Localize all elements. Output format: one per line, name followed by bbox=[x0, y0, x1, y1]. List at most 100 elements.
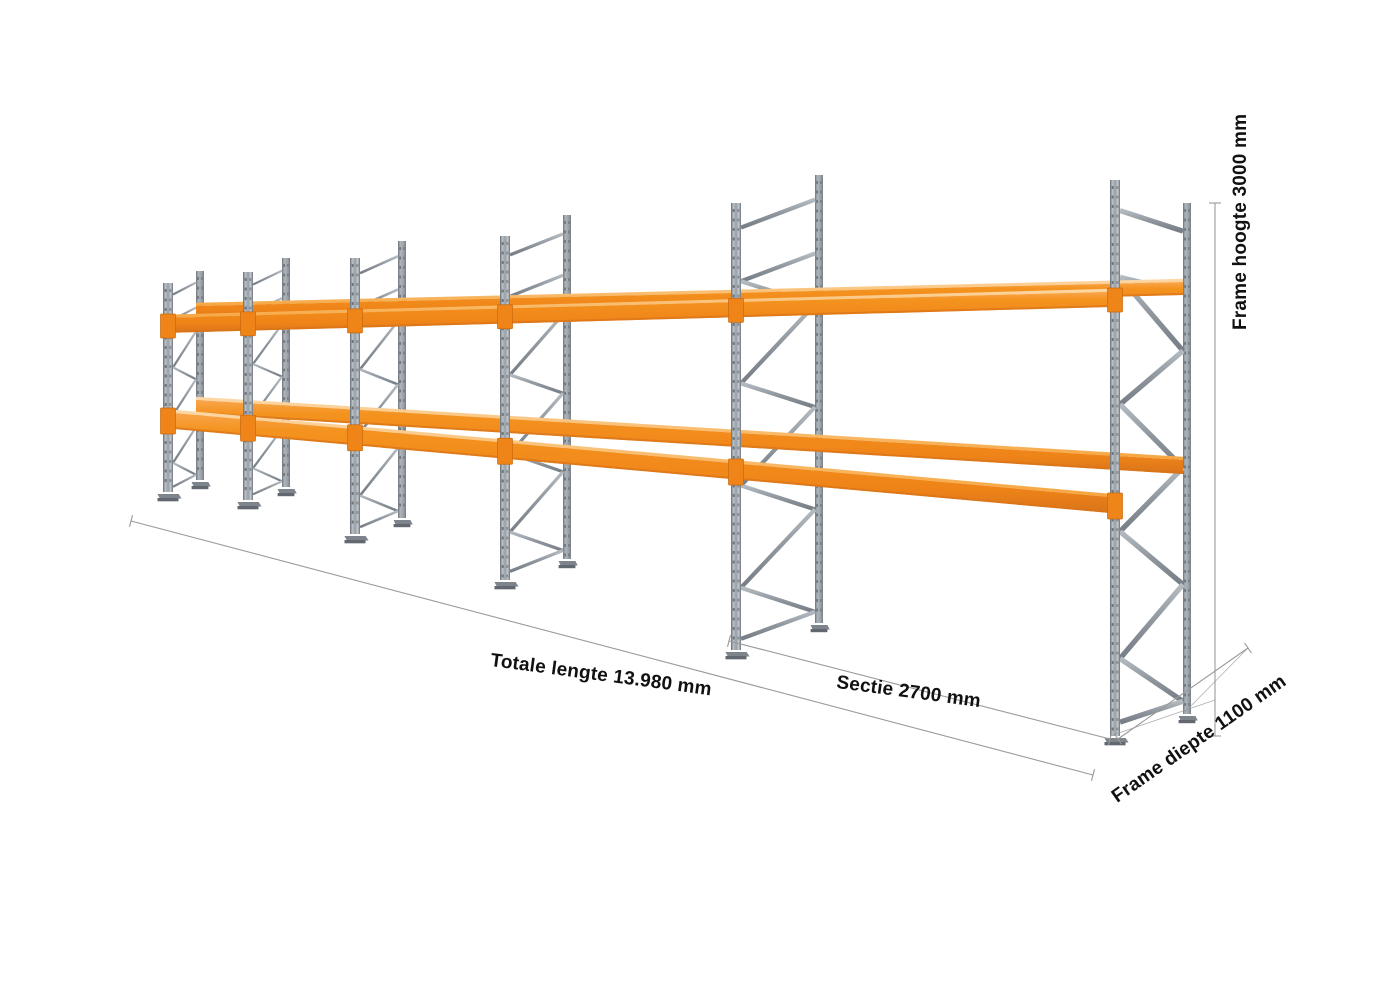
base-plate-rear bbox=[1178, 716, 1198, 724]
perforation-hole bbox=[1184, 532, 1186, 535]
horizontal-brace bbox=[509, 273, 564, 298]
perforation-hole bbox=[816, 599, 818, 602]
perforation-hole bbox=[1111, 623, 1114, 626]
perforation-hole bbox=[501, 403, 504, 407]
perforation-hole bbox=[244, 468, 247, 471]
perforation-hole bbox=[501, 565, 504, 568]
perforation-hole bbox=[1184, 484, 1186, 488]
perforation-hole bbox=[564, 230, 566, 234]
perforation-hole bbox=[1188, 285, 1190, 288]
dimension-line bbox=[1117, 647, 1249, 740]
perforation-hole bbox=[732, 636, 735, 640]
perforation-hole bbox=[403, 399, 405, 402]
perforation-hole bbox=[564, 401, 566, 405]
perforation-hole bbox=[820, 551, 822, 555]
perforation-hole bbox=[737, 579, 740, 583]
perforation-hole bbox=[732, 551, 735, 554]
perforation-hole bbox=[737, 446, 740, 450]
perforation-hole bbox=[816, 257, 818, 260]
perforation-hole bbox=[169, 374, 172, 378]
perforation-hole bbox=[1111, 718, 1114, 721]
perforation-hole bbox=[568, 344, 570, 348]
perforation-hole bbox=[169, 308, 172, 311]
perforation-hole bbox=[564, 259, 566, 262]
perforation-hole bbox=[1188, 636, 1190, 640]
perforation-hole bbox=[1188, 304, 1190, 307]
base-plate-top bbox=[810, 625, 830, 630]
beam-top-face bbox=[196, 396, 1183, 460]
dimension-label-frame-height: Frame hoogte 3000 mm bbox=[1230, 113, 1251, 330]
perforation-hole bbox=[568, 249, 570, 253]
diagonal-brace bbox=[1118, 582, 1185, 661]
perforation-hole bbox=[1116, 528, 1119, 531]
perforation-hole bbox=[820, 399, 822, 403]
perforation-hole bbox=[1184, 256, 1186, 260]
perforation-hole bbox=[1116, 376, 1119, 379]
perforation-hole bbox=[1116, 547, 1119, 550]
perforation-hole bbox=[1116, 680, 1119, 683]
base-plate-front-overlay bbox=[725, 652, 750, 660]
perforation-hole bbox=[501, 422, 504, 426]
perforation-hole bbox=[249, 487, 252, 490]
perforation-hole bbox=[737, 522, 740, 526]
upright-perforations bbox=[816, 181, 822, 612]
perforation-hole bbox=[737, 427, 740, 431]
perforation-hole bbox=[356, 511, 359, 514]
perforation-hole bbox=[816, 323, 818, 327]
perforation-hole bbox=[1111, 642, 1114, 645]
frame-5-front-overlay bbox=[725, 203, 750, 660]
upright-edge-right bbox=[1118, 180, 1120, 736]
upright-front-overlay bbox=[163, 283, 173, 492]
perforation-hole bbox=[249, 449, 252, 452]
perforation-hole bbox=[399, 427, 401, 431]
upright-body bbox=[815, 175, 823, 623]
perforation-hole bbox=[399, 247, 401, 250]
perforation-hole bbox=[164, 346, 167, 349]
diagonal-brace bbox=[359, 494, 399, 513]
perforation-hole bbox=[197, 343, 199, 347]
perforation-hole bbox=[816, 561, 818, 564]
base-plate-rear bbox=[810, 625, 830, 633]
perforation-hole bbox=[249, 468, 252, 471]
perforation-hole bbox=[506, 527, 509, 530]
base-plate-front-overlay bbox=[1104, 738, 1129, 746]
perforation-hole bbox=[1184, 304, 1186, 307]
perforation-hole bbox=[356, 501, 359, 505]
perforation-hole bbox=[1116, 670, 1119, 674]
perforation-hole bbox=[737, 218, 740, 222]
perforation-hole bbox=[820, 532, 822, 536]
perforation-hole bbox=[283, 463, 285, 467]
perforation-hole bbox=[283, 387, 285, 391]
perforation-hole bbox=[1116, 642, 1119, 645]
perforation-hole bbox=[351, 473, 354, 476]
diagonal-brace bbox=[740, 381, 816, 409]
perforation-hole bbox=[820, 542, 822, 545]
perforation-hole bbox=[501, 489, 504, 492]
beam-connector-upper bbox=[160, 313, 176, 339]
upright-edge-right bbox=[569, 215, 571, 559]
perforation-hole bbox=[287, 330, 289, 334]
perforation-hole bbox=[201, 334, 203, 337]
perforation-hole bbox=[1111, 689, 1114, 693]
beam-connector-lower bbox=[497, 437, 513, 465]
perforation-hole bbox=[403, 342, 405, 345]
perforation-hole bbox=[283, 368, 285, 372]
perforation-hole bbox=[1188, 389, 1190, 393]
perforation-hole bbox=[506, 555, 509, 559]
perforation-hole bbox=[287, 368, 289, 372]
perforation-hole bbox=[169, 403, 172, 406]
perforation-hole bbox=[816, 570, 818, 574]
dimension-tick-start bbox=[726, 635, 732, 647]
perforation-hole bbox=[351, 359, 354, 362]
perforation-hole bbox=[1188, 275, 1190, 279]
perforation-hole bbox=[501, 517, 504, 521]
perforation-hole bbox=[816, 494, 818, 498]
upright-edge-left bbox=[815, 175, 817, 623]
upright-front-overlay bbox=[1110, 180, 1120, 736]
perforation-hole bbox=[506, 565, 509, 568]
perforation-hole bbox=[568, 259, 570, 262]
perforation-hole bbox=[1184, 237, 1186, 241]
dimension-frame-height bbox=[1209, 202, 1221, 737]
perforation-hole bbox=[506, 517, 509, 521]
perforation-hole bbox=[737, 513, 740, 516]
